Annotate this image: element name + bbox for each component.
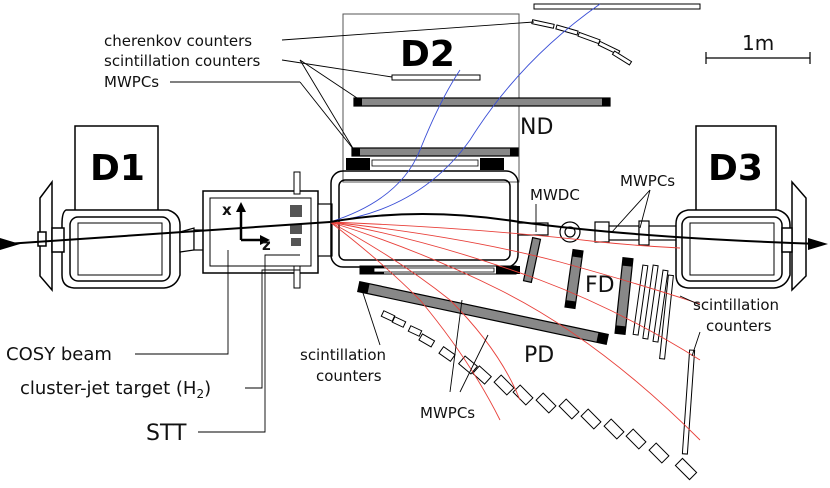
scintillation-counter-bar-top <box>391 74 481 81</box>
d2-label: D2 <box>400 34 455 75</box>
target-label: cluster-jet target (H2) <box>20 378 211 401</box>
stt-label: STT <box>146 421 187 446</box>
x-axis-arrowhead <box>236 202 246 212</box>
d1-magnet <box>61 125 181 289</box>
axes-arrows <box>239 210 262 242</box>
scintillation-right-label-1: scintillation <box>693 296 779 314</box>
inner-bottom-detector <box>359 265 520 275</box>
d3-magnet <box>675 125 791 289</box>
nd-detectors <box>346 3 701 170</box>
nd-label: ND <box>520 115 553 140</box>
nd-staggered-scintillators <box>531 19 633 66</box>
mwpc-top-1 <box>353 97 611 107</box>
d3-label: D3 <box>708 148 763 189</box>
blue-tracks <box>329 3 601 223</box>
beam-exit-arrow <box>808 238 828 250</box>
scintillation-counter-nd <box>371 159 479 167</box>
fd-mwpc-2 <box>614 257 634 335</box>
beam-line <box>5 221 331 245</box>
cherenkov-counter-bar <box>533 3 701 10</box>
fd-mwpc-1 <box>564 248 584 310</box>
scintillation-mid-label-2: counters <box>316 367 382 385</box>
beam-line-curve <box>329 213 821 245</box>
beam-pipe-left <box>179 227 205 253</box>
d1-label: D1 <box>90 148 145 189</box>
mwpcs-top-label: MWPCs <box>104 73 159 91</box>
z-axis-label: z <box>262 236 271 254</box>
mwpcs-bottom-label: MWPCs <box>420 404 475 422</box>
leader-lines <box>135 21 701 433</box>
red-tracks <box>329 221 701 441</box>
mwdc-label: MWDC <box>530 186 580 204</box>
pd-label: PD <box>524 343 554 368</box>
scale-label: 1m <box>742 31 774 55</box>
mwdc-chamber <box>522 236 542 284</box>
mwpc-top-2 <box>351 147 519 157</box>
right-flange <box>781 180 807 292</box>
beam-entry-arrow <box>0 238 20 250</box>
pd-hodoscope <box>380 310 698 481</box>
mwpcs-right-label: MWPCs <box>620 172 675 190</box>
scintillation-mid-label-1: scintillation <box>300 346 386 364</box>
scintillation-top-label: scintillation counters <box>104 52 261 70</box>
x-axis-label: x <box>222 201 232 219</box>
cherenkov-label: cherenkov counters <box>104 32 252 50</box>
z-axis-arrowhead <box>260 235 270 245</box>
left-flange <box>37 179 65 293</box>
d2-vacuum-chamber <box>330 170 519 268</box>
scintillation-right-label-2: counters <box>706 317 772 335</box>
target-label-main: cluster-jet target (H <box>20 378 196 399</box>
pd-mwpc-long <box>357 280 609 346</box>
target-label-close: ) <box>204 378 211 399</box>
target-label-subscript: 2 <box>196 387 204 401</box>
cosy-beam-label: COSY beam <box>6 344 112 365</box>
scale-bar <box>705 52 811 64</box>
fd-label: FD <box>585 273 615 298</box>
